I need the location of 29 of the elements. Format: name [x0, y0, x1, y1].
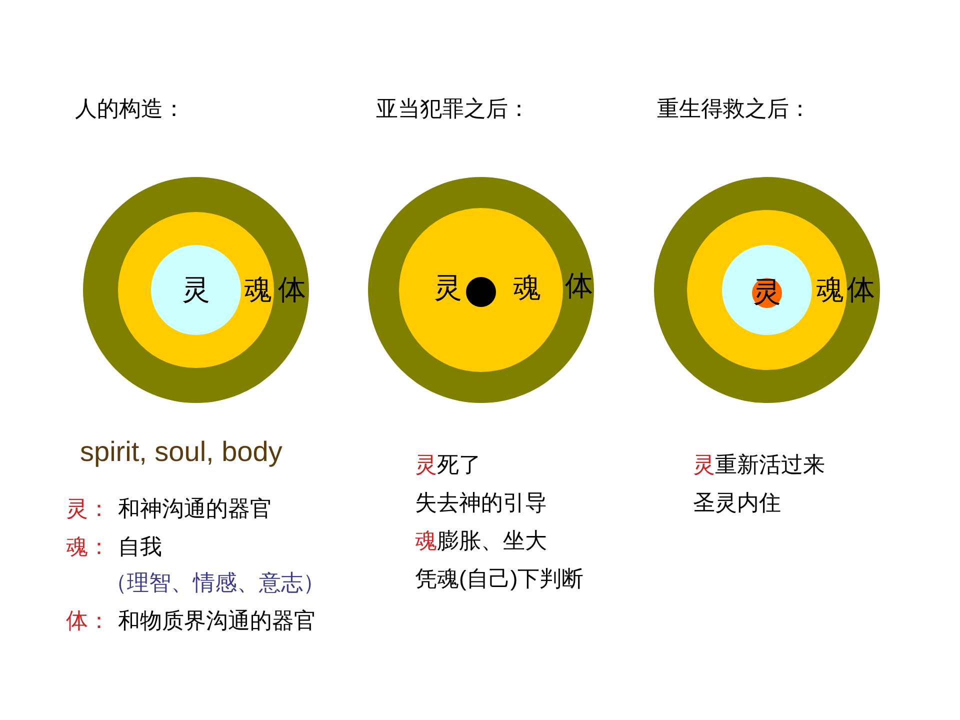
note-text: （理智、情感、意志） — [105, 569, 325, 596]
note-text: 魂 — [415, 527, 437, 554]
ring-label: 灵 — [182, 276, 210, 304]
note-text: 失去神的引导 — [415, 489, 547, 516]
ring-label: 魂 — [244, 276, 272, 304]
column-heading: 重生得救之后： — [657, 95, 811, 122]
ring-label: 魂 — [816, 276, 844, 304]
note-text: 灵 — [415, 451, 437, 478]
note-text: 膨胀、坐大 — [437, 527, 547, 554]
note-text: 灵 — [693, 451, 715, 478]
note-text: 魂： — [66, 533, 110, 560]
column-heading: 亚当犯罪之后： — [376, 95, 530, 122]
note-text: 体： — [66, 607, 110, 634]
column-heading: 人的构造： — [75, 95, 185, 122]
ring-label: 体 — [847, 276, 875, 304]
ring-label: 体 — [565, 272, 593, 300]
note-text: 自我 — [118, 533, 162, 560]
note-text: 灵： — [66, 495, 110, 522]
note-text: 和物质界沟通的器官 — [118, 607, 316, 634]
note-text: 死了 — [437, 451, 481, 478]
ring-label: 体 — [278, 276, 306, 304]
note-text: 和神沟通的器官 — [118, 495, 272, 522]
subtitle: spirit, soul, body — [80, 435, 282, 469]
ring-label: 魂 — [513, 274, 541, 302]
note-text: 凭魂(自己)下判断 — [415, 565, 584, 592]
note-text: 重新活过来 — [715, 451, 825, 478]
ring-label: 灵 — [434, 274, 462, 302]
ring-label: 灵 — [753, 278, 781, 306]
note-text: 圣灵内住 — [693, 489, 781, 516]
